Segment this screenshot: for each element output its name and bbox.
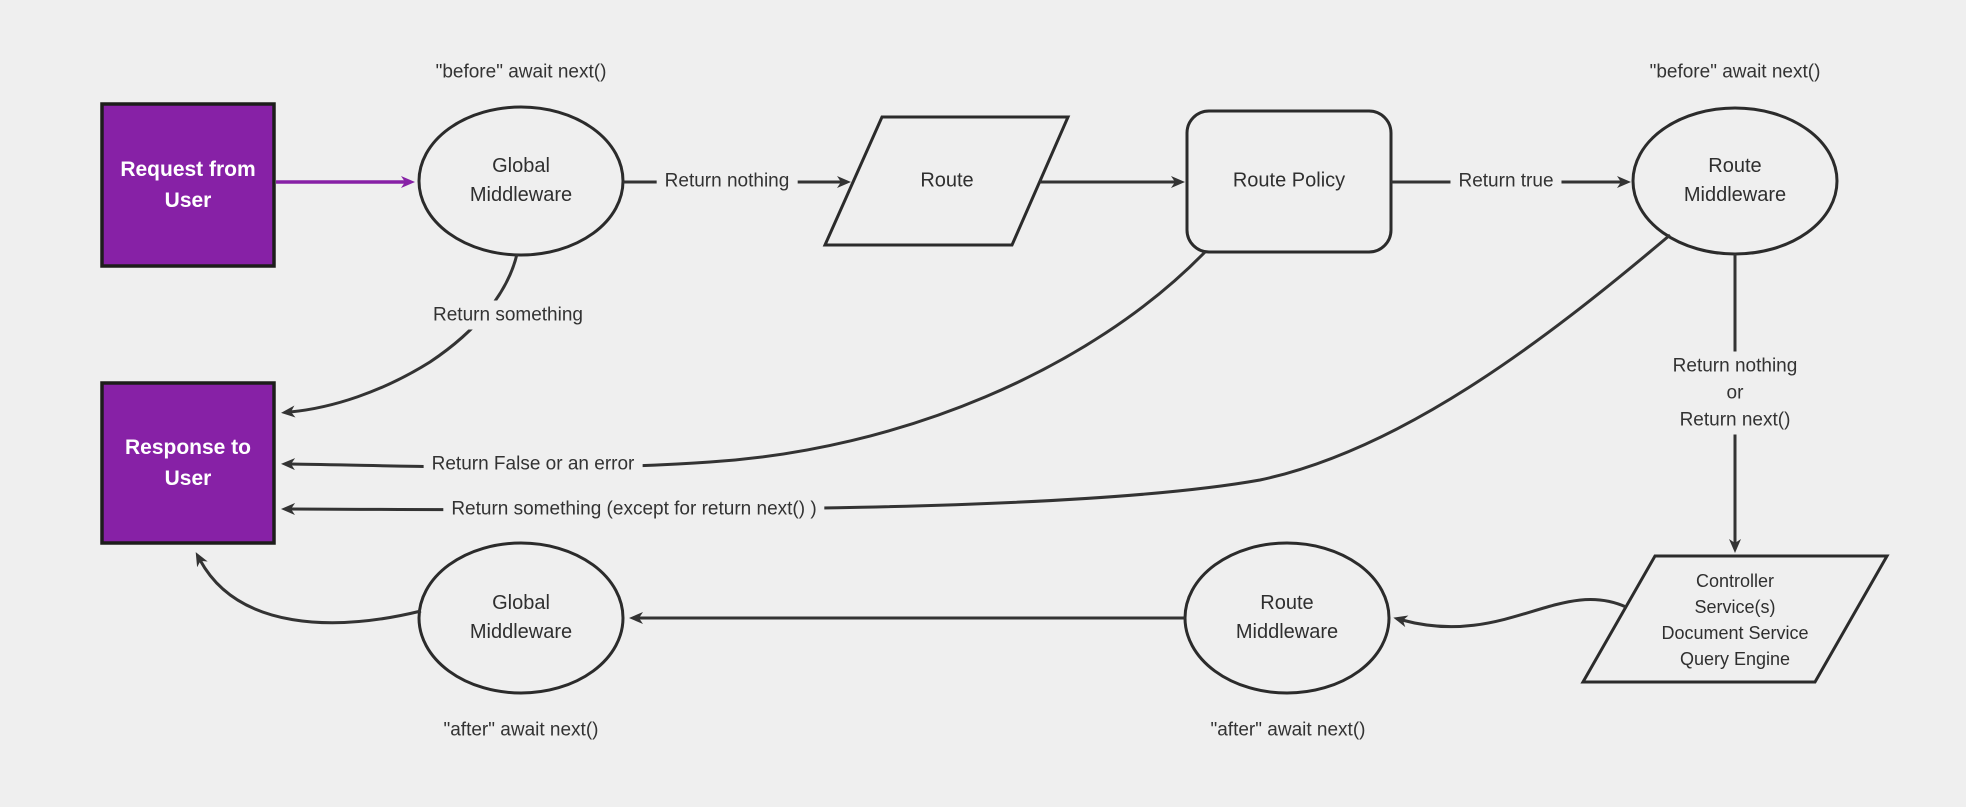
edge-label-return-nothing-or-next: Return nothing or Return next() <box>1664 351 1806 435</box>
edge-label-after-global: "after" await next() <box>435 715 607 745</box>
route-policy-label: Route Policy <box>1232 169 1346 192</box>
response-to-user-label: Response to User <box>124 436 252 490</box>
edge-label-before-route: "before" await next() <box>1641 57 1829 87</box>
node-request-from-user <box>100 102 276 268</box>
edge-controller-to-route-middleware-after <box>1393 597 1627 629</box>
node-route <box>822 115 1071 247</box>
edge-label-before-global: "before" await next() <box>427 57 615 87</box>
global-middleware-top-label: Global Middleware <box>469 155 573 206</box>
edge-label-return-false: Return False or an error <box>423 449 643 479</box>
controller-services-label: Controller Service(s) Document Service Q… <box>1661 571 1809 669</box>
route-middleware-bottom-label: Route Middleware <box>1235 592 1339 643</box>
edge-global-middleware-after-to-response <box>195 552 422 625</box>
edge-label-after-route: "after" await next() <box>1202 715 1374 745</box>
edge-label-return-something: Return something <box>425 300 591 330</box>
edge-return-something-to-response <box>281 253 519 418</box>
route-middleware-top-label: Route Middleware <box>1683 155 1787 206</box>
edge-label-return-true: Return true <box>1450 166 1562 196</box>
node-controller-services <box>1580 554 1890 684</box>
global-middleware-bottom-label: Global Middleware <box>469 592 573 643</box>
node-global-middleware-bottom <box>417 541 625 695</box>
edge-label-return-nothing: Return nothing <box>656 166 798 196</box>
route-label: Route <box>920 169 974 192</box>
node-response-to-user <box>100 381 276 545</box>
request-from-user-label: Request from User <box>120 158 256 212</box>
edge-return-false-to-response <box>281 250 1207 471</box>
edge-label-return-something-except: Return something (except for return next… <box>443 494 825 524</box>
